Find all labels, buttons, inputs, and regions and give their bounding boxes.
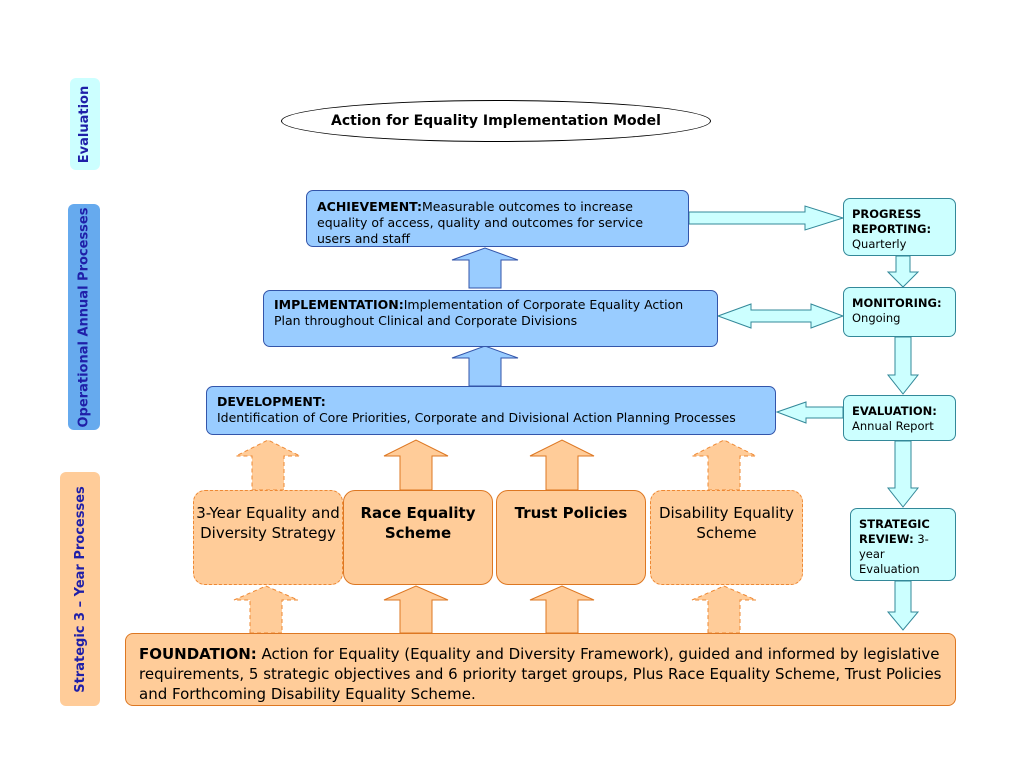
foundation-box: FOUNDATION: Action for Equality (Equalit…: [125, 633, 956, 706]
up-arrow-foundation-to-strategy-3: [529, 585, 595, 634]
side-label-strategic-text: Strategic 3 – Year Processes: [72, 485, 88, 693]
achievement-heading: ACHIEVEMENT:: [317, 199, 422, 214]
side-label-operational-text: Operational Annual Processes: [76, 207, 92, 427]
strategy-box-disability-equality: Disability Equality Scheme: [650, 490, 803, 585]
achievement-text: Measurable outcomes to increase equality…: [317, 199, 644, 246]
side-label-evaluation: Evaluation: [70, 78, 100, 170]
strategy-label: 3-Year Equality and Diversity Strategy: [196, 504, 340, 542]
strategic-review-box: STRATEGIC REVIEW: 3-year Evaluation: [850, 508, 956, 581]
strategy-label: Race Equality Scheme: [360, 504, 476, 542]
monitoring-box: MONITORING: Ongoing: [843, 287, 956, 337]
strategy-box-trust-policies: Trust Policies: [496, 490, 646, 585]
up-arrow-foundation-to-strategy-4: [691, 585, 757, 634]
progress-reporting-text: Quarterly: [852, 237, 907, 251]
foundation-text: Action for Equality (Equality and Divers…: [139, 645, 942, 703]
strategy-label: Disability Equality Scheme: [658, 504, 795, 542]
implementation-text: Implementation of Corporate Equality Act…: [274, 297, 684, 328]
development-box: DEVELOPMENT: Identification of Core Prio…: [206, 386, 776, 435]
side-label-operational: Operational Annual Processes: [68, 204, 100, 430]
up-arrow-implementation-to-achievement: [451, 247, 519, 289]
side-label-strategic: Strategic 3 – Year Processes: [60, 472, 100, 706]
implementation-heading: IMPLEMENTATION:: [274, 297, 404, 312]
strategic-review-text: 3-year Evaluation: [859, 532, 929, 576]
up-arrow-strategy-2-to-development: [383, 439, 449, 491]
up-arrow-foundation-to-strategy-1: [233, 585, 299, 634]
up-arrow-strategy-3-to-development: [529, 439, 595, 491]
foundation-heading: FOUNDATION:: [139, 645, 257, 663]
strategy-box-race-equality: Race Equality Scheme: [343, 490, 493, 585]
up-arrow-strategy-1-to-development: [235, 439, 301, 491]
up-arrow-foundation-to-strategy-2: [383, 585, 449, 634]
up-arrow-development-to-implementation: [451, 345, 519, 387]
development-text: Identification of Core Priorities, Corpo…: [217, 410, 736, 425]
monitoring-text: Ongoing: [852, 311, 901, 325]
double-arrow-implementation-monitoring: [716, 303, 845, 329]
evaluation-heading: EVALUATION:: [852, 404, 937, 418]
strategic-review-heading: STRATEGIC REVIEW:: [859, 517, 930, 546]
evaluation-box: EVALUATION: Annual Report: [843, 395, 956, 441]
evaluation-text: Annual Report: [852, 419, 934, 433]
down-arrow-evaluation-to-review: [886, 440, 920, 508]
down-arrow-review-to-foundation: [886, 580, 920, 631]
strategy-label: Trust Policies: [514, 504, 628, 522]
progress-reporting-box: PROGRESS REPORTING: Quarterly: [843, 198, 956, 256]
implementation-box: IMPLEMENTATION:Implementation of Corpora…: [263, 290, 718, 347]
progress-reporting-heading: PROGRESS REPORTING:: [852, 207, 932, 236]
monitoring-heading: MONITORING:: [852, 296, 942, 310]
strategy-box-equality-diversity: 3-Year Equality and Diversity Strategy: [193, 490, 343, 585]
left-arrow-evaluation-to-development: [775, 401, 844, 424]
down-arrow-progress-to-monitoring: [886, 255, 920, 288]
right-arrow-achievement-to-progress: [688, 205, 845, 231]
down-arrow-monitoring-to-evaluation: [886, 336, 920, 395]
development-heading: DEVELOPMENT:: [217, 394, 326, 409]
achievement-box: ACHIEVEMENT:Measurable outcomes to incre…: [306, 190, 689, 247]
diagram-title: Action for Equality Implementation Model: [281, 100, 711, 142]
side-label-evaluation-text: Evaluation: [77, 85, 93, 163]
up-arrow-strategy-4-to-development: [691, 439, 757, 491]
